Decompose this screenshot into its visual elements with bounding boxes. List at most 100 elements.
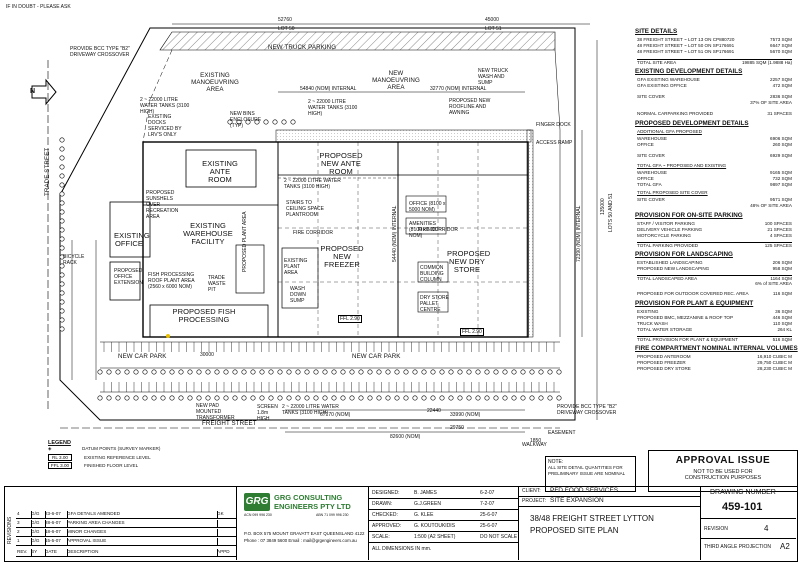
dim-internal-v: 72390 (NOM) INTERNAL — [576, 205, 582, 262]
signoff-label: APPROVED: — [372, 523, 402, 529]
label-fire-corridor: FIRE CORRIDOR — [293, 230, 333, 236]
legend-symbol: FFL 3.00 — [48, 462, 72, 469]
label-transformer: NEW PAD MOUNTED TRANSFORMER — [196, 403, 235, 421]
schedule-item: SITE COVER — [637, 197, 665, 202]
section-fire: FIRE COMPARTMENT NOMINAL INTERNAL VOLUME… — [635, 345, 798, 352]
schedule-item: MOTORCYCLE PARKING — [637, 233, 691, 238]
dim-bottom-1: 67170 (NOM) — [320, 412, 351, 418]
label-amenities: AMENITIES (8100 x 5000 NOM) — [409, 221, 439, 239]
schedule-item: ESTABLISHED LANDSCAPING — [637, 260, 703, 265]
label-existing-office: EXISTING OFFICE — [114, 231, 150, 248]
company-acn: ACN 099 996 230 — [244, 513, 272, 517]
revision-cell: GK — [217, 511, 224, 516]
revision-number: 4 — [764, 524, 769, 533]
approval-stamp: APPROVAL ISSUE NOT TO BE USED FOR CONSTR… — [648, 450, 798, 492]
dim-top-lot51: LOT 51 — [485, 26, 502, 32]
dim-top-2: 45000 — [485, 17, 499, 23]
drawing-title-2: PROPOSED SITE PLAN — [530, 526, 619, 535]
schedule-item: 48 FREIGHT STREET ~ LOT 50 ON SP176691 — [637, 43, 735, 48]
signoff-name: G. KLEE — [414, 512, 434, 518]
legend: LEGEND ◈DATUM POINTS (SURVEY MARKER)RL 3… — [48, 440, 228, 470]
label-wash-down: WASH DOWN SUMP — [290, 286, 306, 304]
schedule-item: PROPOSED ANTEROOM — [637, 354, 691, 359]
label-proposed-fish: PROPOSED FISH PROCESSING — [172, 307, 236, 324]
section-existing-development: EXISTING DEVELOPMENT DETAILS — [635, 68, 743, 75]
schedule-item: PROPOSED FOR OUTDOOR COVERED REC. AREA — [637, 291, 749, 296]
company-name-2: ENGINEERS PTY LTD — [274, 502, 351, 511]
schedule-item: TOTAL SITE AREA — [637, 60, 677, 65]
legend-text: EXISTING REFERENCE LEVEL — [84, 455, 151, 460]
legend-symbol: RL 3.00 — [48, 454, 72, 461]
signoff-label: CHECKED: — [372, 512, 398, 518]
schedule-value: 2257 SQM — [770, 77, 792, 82]
label-roofline: PROPOSED NEW ROOFLINE AND AWNING — [449, 98, 491, 116]
revision-cell: 28-6-07 — [45, 520, 68, 527]
schedule-row: 48% OF SITE AREA — [637, 203, 792, 209]
revision-cell: BY — [31, 549, 46, 556]
label-access-ramp: ACCESS RAMP — [536, 140, 573, 146]
label-walkway: WALKWAY — [522, 442, 547, 448]
legend-item: ◈DATUM POINTS (SURVEY MARKER) — [48, 446, 228, 454]
label-water-tanks-1: 2 ~ 22000 LITRE WATER TANKS (3100 HIGH) — [140, 97, 190, 115]
approval-sub-1: NOT TO BE USED FOR — [693, 469, 753, 475]
label-new-freezer: PROPOSED NEW FREEZER — [320, 244, 364, 269]
schedule-value: 48% OF SITE AREA — [750, 203, 792, 208]
schedule-item: PROPOSED BMC, MEZZANINE & ROOF TOP — [637, 315, 734, 320]
legend-symbol: ◈ — [48, 446, 52, 451]
schedule-value: 7573 SQM — [770, 37, 792, 42]
schedule-row: 37% OF SITE AREA — [637, 100, 792, 106]
revision-cell: APPROVAL ISSUE — [67, 538, 218, 545]
revision-cell: DATE — [45, 549, 68, 556]
drawing-number: 459-101 — [722, 501, 763, 513]
approval-sub-2: CONSTRUCTION PURPOSES — [684, 475, 762, 481]
schedule-value: 31 SPACES — [767, 111, 792, 116]
sub-additional-gfa: ADDITIONAL GFA PROPOSED — [637, 129, 702, 134]
section-plant: PROVISION FOR PLANT & EQUIPMENT — [635, 300, 754, 307]
revision-cell: MINOR CHANGES — [67, 529, 218, 536]
label-proposed-ante: PROPOSED NEW ANTE ROOM — [319, 151, 363, 176]
client-label: CLIENT: — [522, 488, 541, 494]
dim-30000: 30000 — [200, 352, 214, 358]
label-crossover-2: PROVIDE BCC TYPE "B2" DRIVEWAY CROSSOVER — [557, 404, 617, 416]
project-label: PROJECT: — [522, 498, 547, 504]
revision-cell: 23-6-07 — [45, 511, 68, 518]
label-sunshade: PROPOSED SUNSHELS OVER RECREATION AREA — [146, 190, 179, 220]
label-finger-dock: FINGER DOCK — [536, 122, 571, 128]
sheet-size: A2 — [780, 542, 790, 551]
schedule-value: 6% of SITE AREA — [755, 281, 792, 286]
signoff-date: 6-2-07 — [480, 490, 495, 496]
schedule-value: 5670 SQM — [770, 49, 792, 54]
schedule-item: TOTAL PARKING PROVIDED — [637, 243, 699, 248]
dim-22440: 22440 — [427, 408, 441, 414]
label-existing-warehouse: EXISTING WAREHOUSE FACILITY — [183, 221, 233, 246]
schedule-item: WAREHOUSE — [637, 136, 667, 141]
signoff-date: DO NOT SCALE — [480, 534, 518, 540]
label-bins: NEW BINS ENCLOSURE (TYP) — [230, 111, 262, 129]
signoff-name: B. JAMES — [414, 490, 437, 496]
label-fire-corridor-2: FIRE CORRIDOR — [418, 227, 458, 233]
drawing-number-label: DRAWING NUMBER — [710, 489, 776, 496]
section-proposed-development: PROPOSED DEVELOPMENT DETAILS — [635, 120, 749, 127]
schedule-item: TOTAL GFA — [637, 182, 662, 187]
company-abn: ABN 71 099 996 230 — [316, 513, 349, 517]
label-screen: SCREEN 1.8m HIGH — [257, 404, 278, 422]
